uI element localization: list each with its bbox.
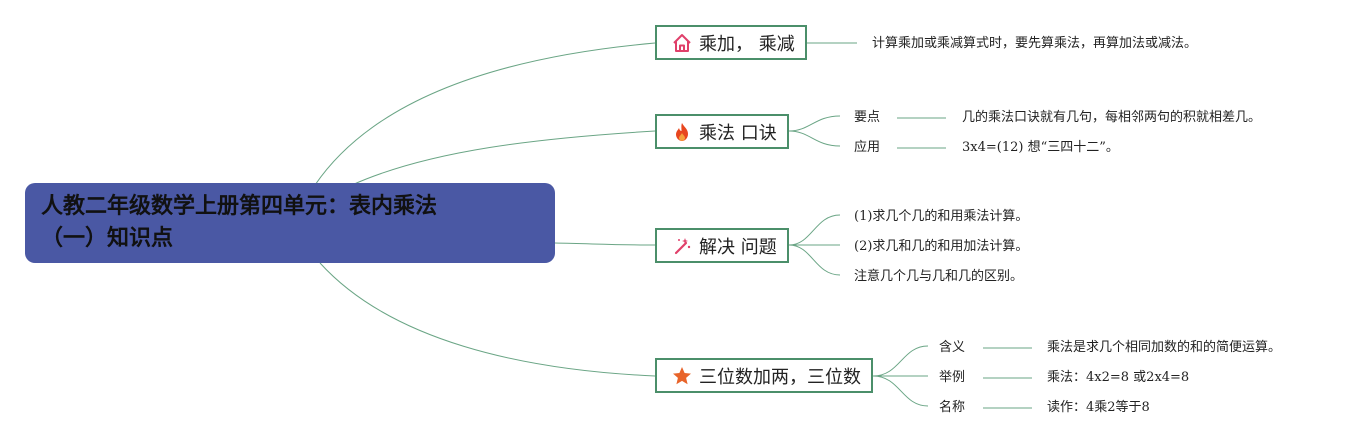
child-value-application: 3x4=(12) 想“三四十二”。 (962, 140, 1119, 155)
link-branch-3-child-1 (788, 214, 841, 246)
child-value-1: (1)求几个几的和用乘法计算。 (854, 209, 1029, 224)
child-value-name: 读作：4乘2等于8 (1047, 400, 1150, 415)
magic-wand-icon (671, 235, 693, 257)
child-label-application: 应用 (854, 140, 881, 155)
link-branch-2-child-1 (788, 115, 841, 132)
branch-label: 乘加， 乘减 (699, 33, 795, 55)
child-label-key-points: 要点 (854, 110, 881, 125)
fire-icon (671, 121, 693, 143)
home-icon (671, 32, 693, 54)
link-root-branch-3 (554, 242, 656, 246)
root-title-line-2: （一）知识点 (41, 226, 174, 251)
link-branch-3-child-3 (788, 244, 841, 276)
branch-three-digit[interactable]: 三位数加两，三位数 (655, 358, 873, 393)
link-root-branch-2 (351, 130, 656, 186)
child-label-name: 名称 (939, 400, 966, 415)
link-root-branch-4 (319, 262, 656, 377)
link-branch-4-child-3 (872, 375, 929, 407)
link-branch-4-child-1 (872, 345, 929, 377)
child-value-example: 乘法：4x2=8 或2x4=8 (1047, 370, 1190, 385)
branch-label: 乘法 口诀 (699, 122, 777, 144)
branch-label: 解决 问题 (699, 236, 777, 258)
child-value-2: (2)求几和几的和用加法计算。 (854, 239, 1029, 254)
branch-1-note: 计算乘加或乘减算式时，要先算乘法，再算加法或减法。 (872, 36, 1198, 51)
child-value-key-points: 几的乘法口诀就有几句，每相邻两句的积就相差几。 (962, 110, 1262, 125)
star-icon (671, 365, 693, 387)
root-topic[interactable]: 人教二年级数学上册第四单元：表内乘法 （一）知识点 (25, 183, 555, 263)
link-root-branch-1 (314, 42, 656, 186)
child-value-meaning: 乘法是求几个相同加数的和的简便运算。 (1047, 340, 1282, 355)
child-label-meaning: 含义 (939, 340, 966, 355)
root-title-line-1: 人教二年级数学上册第四单元：表内乘法 (41, 194, 438, 219)
branch-label: 三位数加两，三位数 (699, 366, 861, 388)
branch-problem-solving[interactable]: 解决 问题 (655, 228, 789, 263)
link-branch-2-child-2 (788, 130, 841, 147)
branch-multiplication-table[interactable]: 乘法 口诀 (655, 114, 789, 149)
child-value-3: 注意几个几与几和几的区别。 (854, 269, 1024, 284)
child-label-example: 举例 (939, 370, 966, 385)
branch-multiply-add-subtract[interactable]: 乘加， 乘减 (655, 25, 807, 60)
